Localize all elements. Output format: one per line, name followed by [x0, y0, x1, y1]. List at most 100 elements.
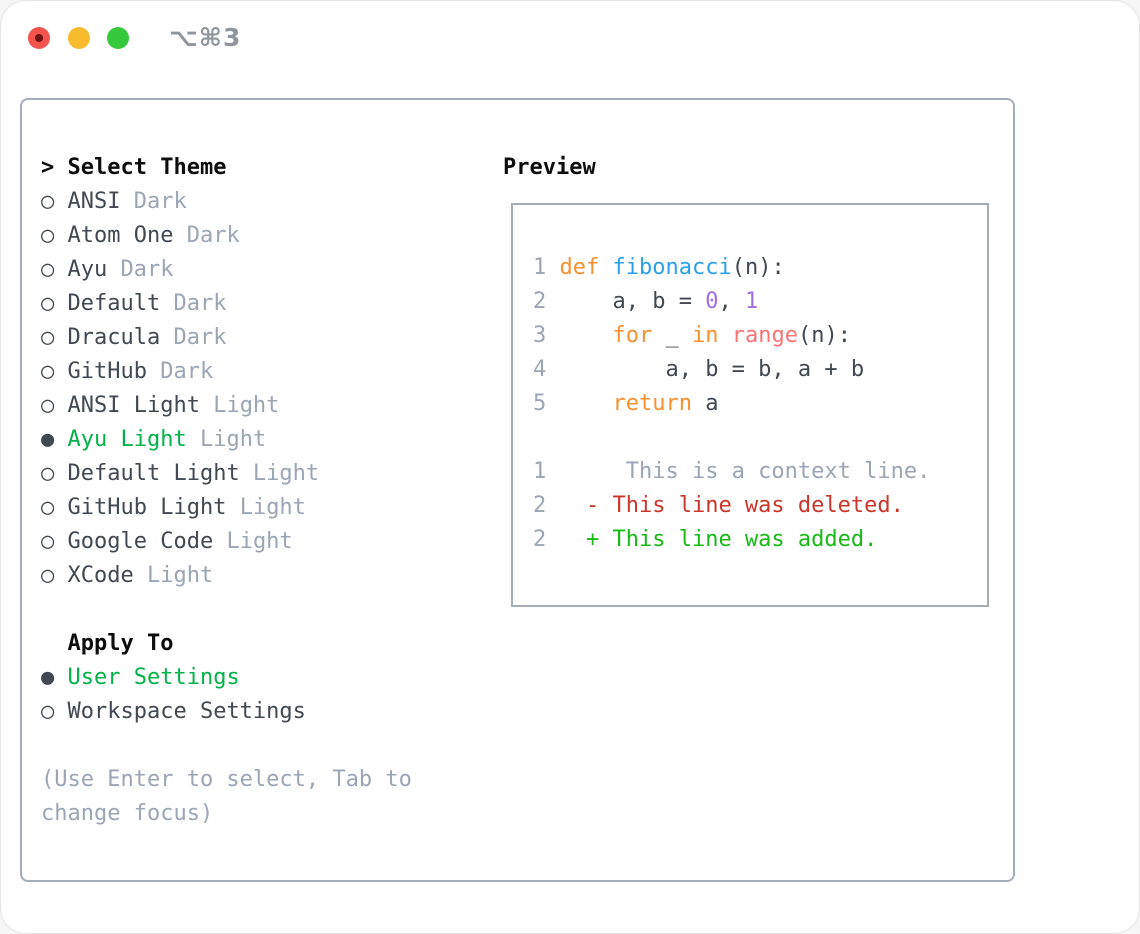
code-segment: range	[731, 323, 798, 348]
code-segment: fibonacci	[612, 255, 732, 280]
radio-unselected-icon: ○	[41, 359, 68, 384]
radio-selected-icon: ●	[41, 665, 68, 690]
close-button-icon[interactable]	[28, 27, 50, 49]
theme-item[interactable]: ○ Dracula Dark	[41, 321, 412, 355]
window-titlebar: ⌥⌘3	[1, 1, 1139, 73]
zoom-button-icon[interactable]	[107, 27, 129, 49]
close-dot-icon	[35, 34, 43, 42]
theme-item[interactable]: ○ GitHub Light Light	[41, 491, 412, 525]
preview-title: Preview	[503, 155, 596, 180]
variant-label: Light	[226, 495, 306, 520]
theme-item[interactable]: ○ Atom One Dark	[41, 219, 412, 253]
code-line: 4 a, b = b, a + b	[533, 353, 987, 387]
theme-item[interactable]: ○ ANSI Light Light	[41, 389, 412, 423]
theme-item[interactable]: ○ Ayu Dark	[41, 253, 412, 287]
radio-unselected-icon: ○	[41, 325, 68, 350]
option-label: Default Light	[67, 461, 240, 486]
code-line	[533, 421, 987, 455]
radio-unselected-icon: ○	[41, 223, 68, 248]
code-segment: 1	[744, 289, 759, 314]
radio-unselected-icon: ○	[41, 495, 68, 520]
option-label: Dracula	[67, 325, 161, 350]
code-segment: a, b = b, a + b	[559, 357, 865, 382]
radio-unselected-icon: ○	[41, 393, 68, 418]
settings-panel: > Select Theme ○ ANSI Dark○ Atom One Dar…	[20, 98, 1015, 882]
variant-label: Dark	[107, 257, 174, 282]
apply-to-title: Apply To	[67, 631, 174, 656]
radio-unselected-icon: ○	[41, 529, 68, 554]
radio-unselected-icon: ○	[41, 291, 68, 316]
theme-list-header: > Select Theme	[41, 151, 412, 185]
code-segment: + This line was added.	[559, 527, 878, 552]
window-shortcut-label: ⌥⌘3	[169, 23, 242, 52]
option-label: ANSI Light	[67, 393, 200, 418]
option-label: Ayu Light	[67, 427, 187, 452]
line-number: 3	[533, 323, 560, 348]
code-segment: (n):	[797, 323, 851, 348]
theme-item[interactable]: ○ ANSI Dark	[41, 185, 412, 219]
spacer	[41, 729, 412, 763]
code-line: 3 for _ in range(n):	[533, 319, 987, 353]
radio-unselected-icon: ○	[41, 699, 68, 724]
code-segment: (n):	[731, 255, 785, 280]
code-segment	[560, 323, 613, 348]
option-label: ANSI	[67, 189, 121, 214]
radio-unselected-icon: ○	[41, 257, 68, 282]
theme-item[interactable]: ○ Default Light Light	[41, 457, 412, 491]
option-label: User Settings	[67, 665, 240, 690]
variant-label: Light	[199, 393, 280, 418]
code-segment: 0	[705, 289, 719, 314]
theme-item[interactable]: ○ Google Code Light	[41, 525, 412, 559]
variant-label: Light	[186, 427, 267, 452]
option-label: GitHub	[67, 359, 147, 384]
focus-caret-icon: >	[41, 155, 68, 180]
theme-item[interactable]: ○ XCode Light	[41, 559, 412, 593]
code-line: 2 - This line was deleted.	[533, 489, 987, 523]
line-number: 1	[533, 255, 560, 280]
code-segment: ,	[718, 289, 745, 314]
code-line: 2 + This line was added.	[533, 523, 987, 557]
code-line: 2 a, b = 0, 1	[533, 285, 987, 319]
apply-option[interactable]: ○ Workspace Settings	[41, 695, 412, 729]
apply-option[interactable]: ● User Settings	[41, 661, 412, 695]
theme-item[interactable]: ○ GitHub Dark	[41, 355, 412, 389]
variant-label: Light	[133, 563, 214, 588]
option-label: Workspace Settings	[67, 699, 306, 724]
line-number: 2	[533, 493, 560, 518]
line-number: 2	[533, 527, 560, 552]
spacer	[41, 593, 412, 627]
minimize-button-icon[interactable]	[68, 27, 90, 49]
radio-selected-icon: ●	[41, 427, 68, 452]
apply-to-header: Apply To	[41, 627, 412, 661]
line-number: 4	[533, 357, 560, 382]
option-label: Google Code	[67, 529, 214, 554]
theme-item[interactable]: ● Ayu Light Light	[41, 423, 412, 457]
theme-list-title: Select Theme	[67, 155, 227, 180]
hint-line: (Use Enter to select, Tab to	[41, 767, 412, 792]
code-segment	[560, 391, 613, 416]
radio-unselected-icon: ○	[41, 189, 68, 214]
code-segment: def	[559, 255, 613, 280]
variant-label: Dark	[160, 291, 227, 316]
variant-label: Dark	[160, 325, 227, 350]
line-number: 5	[533, 391, 560, 416]
code-segment: a	[691, 391, 719, 416]
option-label: GitHub Light	[67, 495, 227, 520]
radio-unselected-icon: ○	[41, 461, 68, 486]
code-segment: - This line was deleted.	[559, 493, 904, 518]
theme-item[interactable]: ○ Default Dark	[41, 287, 412, 321]
option-label: Default	[67, 291, 161, 316]
option-label: Ayu	[67, 257, 108, 282]
code-line: 1 def fibonacci(n):	[533, 251, 987, 285]
variant-label: Dark	[120, 189, 187, 214]
code-segment	[718, 323, 731, 348]
option-label: Atom One	[67, 223, 174, 248]
line-number	[533, 425, 560, 450]
variant-label: Dark	[146, 359, 214, 384]
line-number: 2	[533, 289, 560, 314]
code-segment: for	[612, 323, 653, 348]
variant-label: Light	[213, 529, 293, 554]
